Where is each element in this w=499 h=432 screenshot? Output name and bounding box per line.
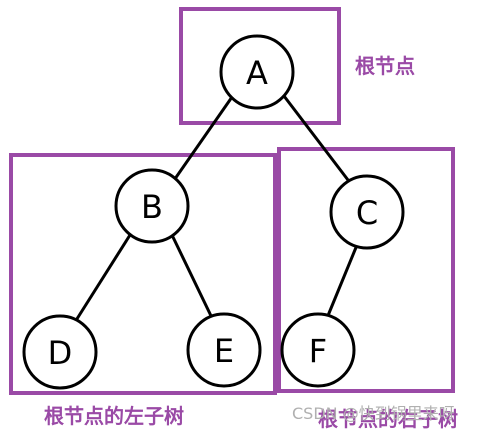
node-f: F <box>280 312 356 388</box>
edge-c-f <box>325 244 359 319</box>
node-c: C <box>329 174 405 250</box>
node-d-label: D <box>48 334 73 372</box>
root-highlight-box <box>179 7 341 125</box>
node-a: A <box>219 34 295 110</box>
node-c-label: C <box>356 194 378 232</box>
edge-a-c <box>282 95 350 181</box>
edge-a-b <box>168 96 234 187</box>
node-d: D <box>22 314 98 390</box>
right-subtree-annotation: 根节点的右子树 <box>318 407 458 431</box>
node-e: E <box>186 312 262 388</box>
node-f-label: F <box>309 332 327 370</box>
root-annotation: 根节点 <box>355 54 415 78</box>
watermark: CSDN @快到锅里来呀 <box>292 404 455 423</box>
left-subtree-annotation: 根节点的左子树 <box>44 404 184 428</box>
node-a-label: A <box>246 54 268 92</box>
right-subtree-highlight-box <box>277 147 455 393</box>
edge-b-e <box>170 234 215 321</box>
node-b-label: B <box>141 188 163 226</box>
node-b: B <box>114 168 190 244</box>
node-e-label: E <box>214 332 234 370</box>
edge-b-d <box>73 234 132 323</box>
left-subtree-highlight-box <box>9 153 277 395</box>
